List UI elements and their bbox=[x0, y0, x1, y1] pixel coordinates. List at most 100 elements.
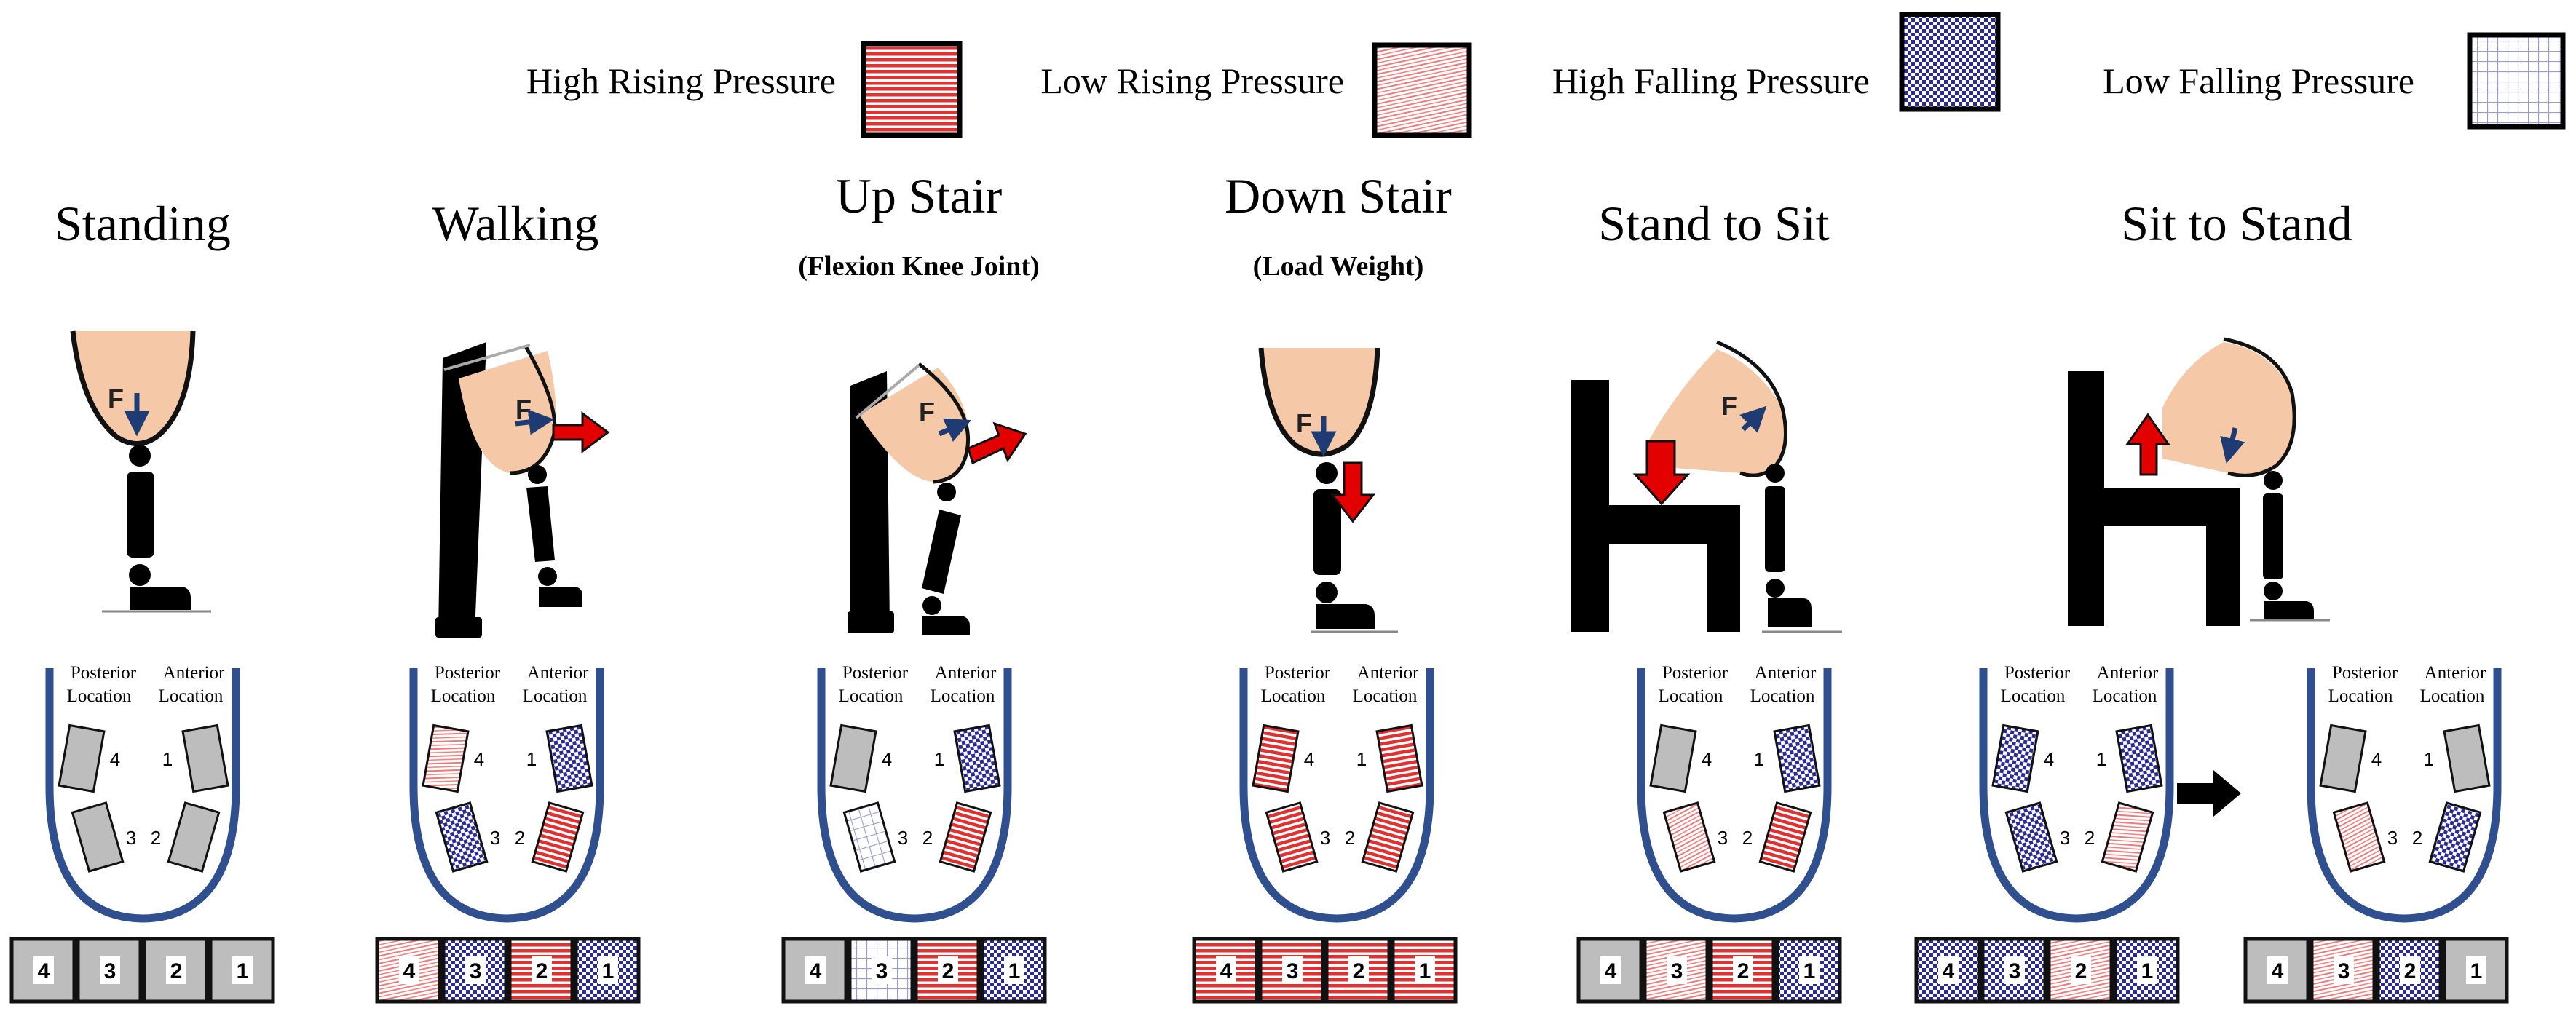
motion-arrow-icon bbox=[1632, 440, 1691, 506]
strip-cell-number: 2 bbox=[942, 959, 955, 983]
chair bbox=[2068, 371, 2240, 626]
force-label: F bbox=[1296, 408, 1312, 438]
strip-cell-number: 1 bbox=[1008, 959, 1021, 983]
strip-cell-number: 3 bbox=[2338, 959, 2350, 983]
sensor-number: 2 bbox=[2412, 827, 2422, 849]
posterior-label: Posterior bbox=[71, 663, 137, 683]
socket-diagrams: PosteriorLocationAnteriorLocation1234Pos… bbox=[45, 663, 2502, 923]
strip-cell-number: 4 bbox=[38, 959, 50, 983]
shank bbox=[1313, 489, 1341, 575]
strip-cell-number: 1 bbox=[1803, 959, 1816, 983]
force-label: F bbox=[515, 395, 532, 424]
sensor-number: 4 bbox=[110, 748, 120, 770]
strip-cell-label-bg bbox=[2137, 956, 2157, 984]
socket-shell bbox=[1239, 668, 1434, 923]
sensor-number: 2 bbox=[2085, 827, 2095, 849]
strip-cell-number: 1 bbox=[1419, 959, 1431, 983]
figure-up-stair: F bbox=[848, 362, 1027, 635]
knee-joint bbox=[1316, 462, 1338, 484]
trailing-foot bbox=[848, 611, 894, 633]
sensor-1 bbox=[1773, 723, 1821, 793]
strip-cell-label-bg bbox=[1282, 956, 1303, 984]
sensor-number: 3 bbox=[126, 827, 136, 849]
figure-down-stair: F bbox=[1258, 347, 1398, 633]
strip-cell bbox=[781, 937, 848, 1004]
anterior-label: Anterior bbox=[1357, 663, 1419, 683]
socket-shell bbox=[2307, 668, 2502, 923]
sensor-number: 2 bbox=[922, 827, 933, 849]
sensor-3 bbox=[2004, 801, 2058, 873]
sensor-2 bbox=[531, 801, 585, 873]
panel-titles: Standing Walking Up Stair (Flexion Knee … bbox=[55, 168, 2352, 282]
sensor-number: 3 bbox=[2060, 827, 2070, 849]
panel-title-up-stair: Up Stair bbox=[836, 168, 1003, 223]
sensor-3 bbox=[71, 801, 125, 873]
strip-cell-number: 3 bbox=[104, 959, 116, 983]
strip-cell-label-bg bbox=[938, 956, 958, 984]
sensor-number: 1 bbox=[526, 748, 537, 770]
strip-cell-label-bg bbox=[2071, 956, 2091, 984]
panel-subtitle-down-stair: (Load Weight) bbox=[1253, 251, 1424, 282]
anterior-label: Anterior bbox=[163, 663, 225, 683]
strip-cell bbox=[2113, 937, 2180, 1004]
sensor-number: 1 bbox=[2096, 748, 2106, 770]
posterior-label: Posterior bbox=[1662, 663, 1728, 683]
strip-cell-label-bg bbox=[166, 956, 186, 984]
sensor-number: 2 bbox=[515, 827, 525, 849]
sensor-4 bbox=[829, 723, 877, 793]
foot bbox=[2264, 601, 2314, 619]
figure-standing: F bbox=[70, 330, 211, 613]
sensor-1 bbox=[2443, 723, 2491, 793]
strip-cell-label-bg bbox=[1348, 956, 1369, 984]
sensor-1 bbox=[2115, 723, 2163, 793]
strip-cell-label-bg bbox=[1938, 956, 1959, 984]
posterior-label: Location bbox=[1261, 686, 1326, 706]
sensor-number: 3 bbox=[898, 827, 908, 849]
strip-cell-number: 3 bbox=[876, 959, 888, 983]
shank bbox=[526, 486, 555, 562]
posterior-label: Location bbox=[431, 686, 496, 706]
motion-arrow-icon bbox=[967, 421, 1027, 465]
strip-cell-number: 1 bbox=[237, 959, 249, 983]
strip-cell-number: 2 bbox=[2075, 959, 2087, 983]
legend: High Rising Pressure Low Rising Pressure… bbox=[526, 12, 2566, 138]
sensor-1 bbox=[1375, 723, 1423, 793]
sensor-number: 4 bbox=[1702, 748, 1712, 770]
sensor-number: 3 bbox=[490, 827, 500, 849]
strip-cell-label-bg bbox=[872, 956, 892, 984]
strip-cell-label-bg bbox=[33, 956, 54, 984]
strip-cell-label-bg bbox=[532, 956, 552, 984]
strip-cell-number: 3 bbox=[2009, 959, 2021, 983]
panel-title-walking: Walking bbox=[432, 196, 599, 251]
force-arrow-icon bbox=[1739, 405, 1767, 433]
ankle-joint bbox=[1766, 579, 1785, 598]
strip-cell-label-bg bbox=[1216, 956, 1236, 984]
sensor-3 bbox=[435, 801, 489, 873]
strip-cell bbox=[2310, 937, 2377, 1004]
ankle-joint bbox=[922, 596, 941, 615]
sensor-4 bbox=[1991, 723, 2039, 793]
socket-outline bbox=[2223, 337, 2296, 477]
knee-joint bbox=[937, 483, 956, 501]
anterior-label: Location bbox=[523, 686, 588, 706]
sensor-number: 4 bbox=[882, 748, 892, 770]
shank bbox=[1765, 486, 1785, 572]
sensor-2 bbox=[2428, 801, 2482, 873]
strip-cell-label-bg bbox=[2334, 956, 2354, 984]
sensor-4 bbox=[1649, 723, 1697, 793]
posterior-label: Posterior bbox=[435, 663, 501, 683]
posterior-label: Location bbox=[67, 686, 132, 706]
sensor-number: 1 bbox=[1356, 748, 1367, 770]
socket-outline bbox=[70, 330, 196, 446]
sensor-2 bbox=[2101, 801, 2154, 873]
panel-title-sit-to-stand: Sit to Stand bbox=[2121, 196, 2352, 251]
knee-joint bbox=[1766, 464, 1785, 483]
force-label: F bbox=[108, 384, 124, 413]
